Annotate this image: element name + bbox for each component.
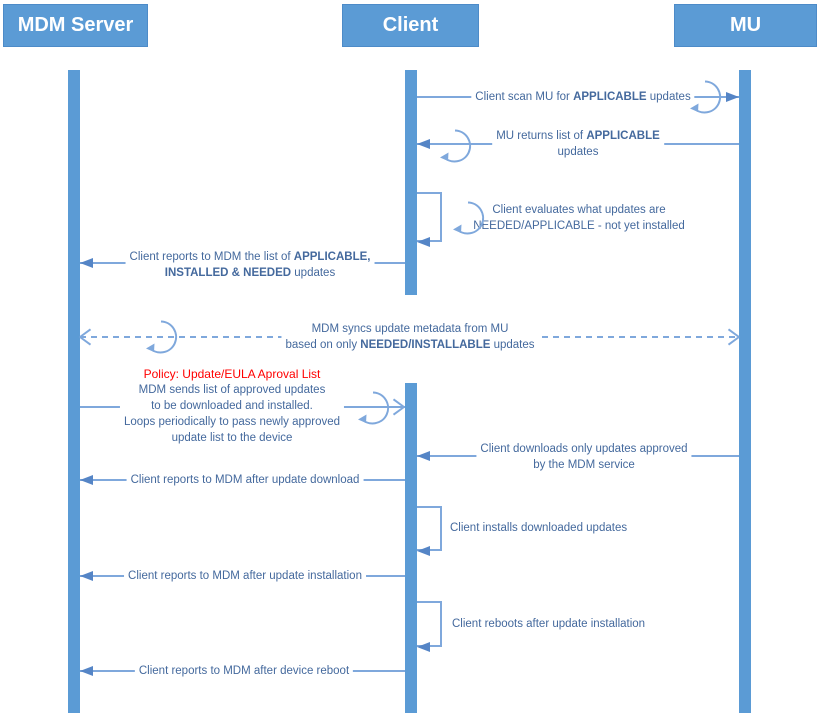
message-label: Client reboots after update installation: [452, 616, 645, 632]
label-segment: APPLICABLE: [573, 91, 647, 103]
policy-title: Policy: Update/EULA Aproval List: [143, 367, 321, 381]
arrowhead-open-icon: [390, 400, 404, 414]
message-label: Client scan MU for APPLICABLE updates: [471, 89, 695, 105]
message-label: Policy: Update/EULA Aproval List MDM sen…: [119, 366, 345, 446]
label-segment: updates: [490, 339, 535, 351]
message-label: Client downloads only updates approved b…: [476, 441, 692, 473]
label-segment: Client scan MU for: [475, 91, 574, 103]
label-segment: INSTALLED & NEEDED: [164, 267, 292, 279]
loop-icon: [453, 201, 485, 235]
message-label: Client installs downloaded updates: [450, 520, 627, 536]
label-segment: Client reports to MDM after update insta…: [128, 570, 362, 582]
label-segment: Client reports to MDM after device reboo…: [138, 665, 350, 677]
arrowhead-icon: [80, 666, 93, 676]
loop-icon: [146, 320, 178, 354]
label-segment: MDM sends list of approved updates: [138, 384, 326, 396]
label-segment: updates: [646, 91, 691, 103]
arrowhead-icon: [80, 475, 93, 485]
lifeline-mdm-server: [68, 70, 80, 713]
message-label: Client reports to MDM after update downl…: [126, 472, 364, 488]
label-segment: updates: [557, 146, 599, 158]
message-label: Client evaluates what updates are NEEDED…: [469, 202, 689, 234]
label-segment: Client installs downloaded updates: [450, 522, 628, 534]
label-segment: APPLICABLE: [586, 130, 660, 142]
arrowhead-icon: [417, 642, 430, 652]
label-segment: APPLICABLE,: [293, 251, 371, 263]
label-segment: NEEDED/APPLICABLE - not yet installed: [473, 220, 685, 232]
label-segment: by the MDM service: [533, 459, 635, 471]
self-message-line: [417, 506, 442, 551]
loop-icon: [440, 129, 472, 163]
actor-client: Client: [342, 4, 479, 47]
loop-icon: [358, 391, 390, 425]
label-segment: based on only: [285, 339, 361, 351]
self-message-line: [417, 601, 442, 647]
actor-mdm-server: MDM Server: [3, 4, 148, 47]
label-segment: Client reports to MDM the list of: [129, 251, 294, 263]
arrowhead-icon: [417, 546, 430, 556]
label-segment: Client reboots after update installation: [452, 618, 646, 630]
label-segment: Client downloads only updates approved: [480, 443, 688, 455]
label-segment: update list to the device: [171, 432, 293, 444]
label-segment: MU returns list of: [496, 130, 587, 142]
lifeline-mu: [739, 70, 751, 713]
label-segment: to be downloaded and installed.: [151, 400, 313, 412]
arrowhead-icon: [726, 92, 739, 102]
message-label: Client reports to MDM after device reboo…: [134, 663, 354, 679]
arrowhead-icon: [80, 258, 93, 268]
label-segment: Client reports to MDM after update downl…: [130, 474, 360, 486]
arrowhead-icon: [417, 237, 430, 247]
arrowhead-icon: [80, 571, 93, 581]
arrowhead-open-icon: [725, 330, 739, 344]
label-segment: updates: [291, 267, 336, 279]
lifeline-client-activation-1: [405, 70, 417, 295]
self-message-line: [417, 192, 442, 242]
message-label: MDM syncs update metadata from MU based …: [281, 321, 539, 353]
arrowhead-icon: [417, 139, 430, 149]
label-segment: Client evaluates what updates are: [492, 204, 666, 216]
message-label: Client reports to MDM the list of APPLIC…: [125, 249, 375, 281]
arrowhead-icon: [417, 451, 430, 461]
actor-mu: MU: [674, 4, 817, 47]
lifeline-client-activation-2: [405, 383, 417, 713]
message-label: MU returns list of APPLICABLE updates: [492, 128, 664, 160]
label-segment: NEEDED/INSTALLABLE: [360, 339, 491, 351]
arrowhead-open-icon: [80, 330, 94, 344]
label-segment: MDM syncs update metadata from MU: [311, 323, 509, 335]
message-label: Client reports to MDM after update insta…: [124, 568, 366, 584]
label-segment: Loops periodically to pass newly approve…: [123, 416, 341, 428]
loop-icon: [690, 80, 722, 114]
